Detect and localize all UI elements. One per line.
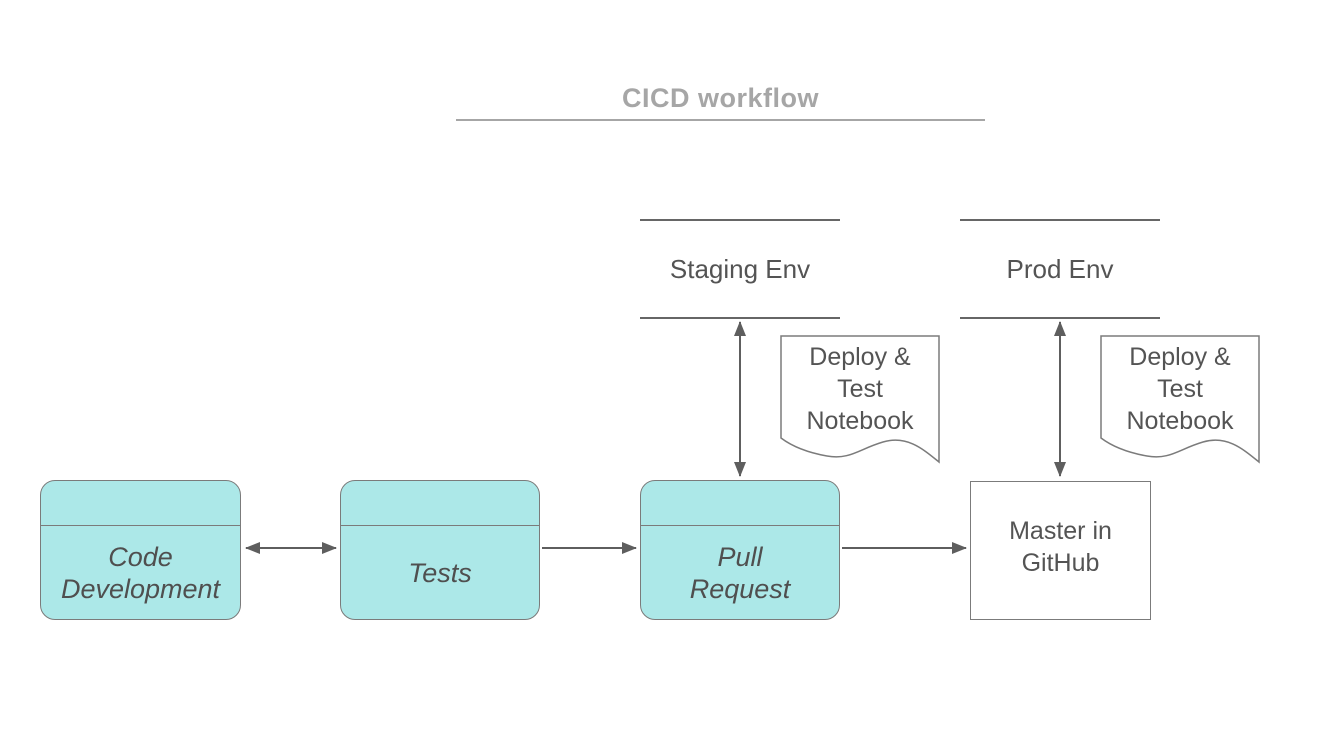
node-line: Request xyxy=(689,573,791,604)
env-staging: Staging Env xyxy=(640,219,840,319)
document-staging-notebook-label: Deploy & Test Notebook xyxy=(780,341,940,437)
title-underline xyxy=(456,119,985,121)
doc-line: Deploy & xyxy=(809,343,911,371)
env-prod-label: Prod Env xyxy=(1006,253,1114,284)
doc-line: Deploy & xyxy=(1129,343,1231,371)
node-code-development: Code Development xyxy=(40,480,241,620)
document-prod-notebook: Deploy & Test Notebook xyxy=(1100,335,1260,465)
node-code-development-label: Code Development xyxy=(41,526,240,619)
env-prod: Prod Env xyxy=(960,219,1160,319)
document-shape-outline xyxy=(780,335,940,464)
document-prod-notebook-label: Deploy & Test Notebook xyxy=(1100,341,1260,437)
node-line: Tests xyxy=(408,557,472,588)
node-line: Code xyxy=(108,541,173,572)
diagram-title: CICD workflow xyxy=(621,83,819,113)
node-header-strip xyxy=(341,481,539,526)
node-master-in-github: Master in GitHub xyxy=(970,481,1151,620)
doc-line: Notebook xyxy=(1126,407,1234,435)
doc-line: Notebook xyxy=(806,407,914,435)
node-pull-request-label: Pull Request xyxy=(641,526,839,619)
env-staging-label: Staging Env xyxy=(669,253,811,284)
node-line: Master in xyxy=(1009,516,1112,545)
node-tests: Tests xyxy=(340,480,540,620)
doc-line: Test xyxy=(1157,375,1203,403)
node-header-strip xyxy=(641,481,839,526)
node-line: GitHub xyxy=(1021,548,1100,577)
node-line: Development xyxy=(60,573,221,604)
document-shape-outline xyxy=(1100,335,1260,464)
node-header-strip xyxy=(41,481,240,526)
node-pull-request: Pull Request xyxy=(640,480,840,620)
node-line: Pull xyxy=(717,541,763,572)
document-staging-notebook: Deploy & Test Notebook xyxy=(780,335,940,465)
doc-line: Test xyxy=(837,375,883,403)
node-tests-label: Tests xyxy=(341,526,539,619)
